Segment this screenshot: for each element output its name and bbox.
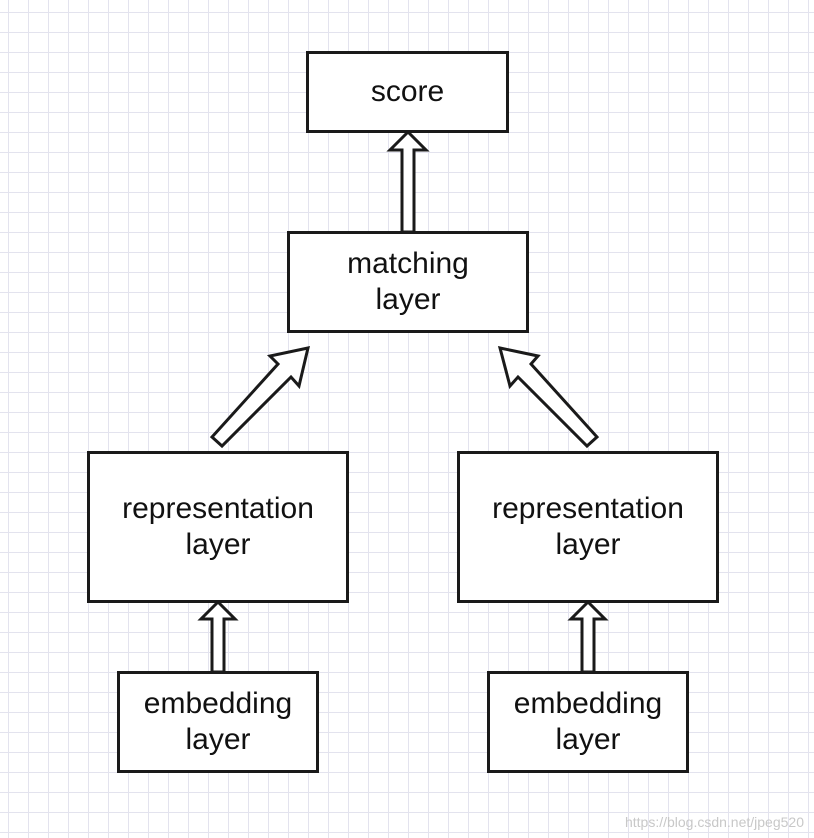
representation-layer-right-label-line1: representation	[492, 492, 684, 525]
arrow-representation-left-to-matching	[209, 346, 311, 449]
embedding-layer-right-label-line1: embedding	[513, 687, 663, 720]
embedding-layer-left-label-line1: embedding	[143, 687, 293, 720]
score-label: score	[370, 75, 445, 108]
representation-layer-right-label-line2: layer	[555, 528, 621, 561]
embedding-layer-right-box: embedding layer	[487, 671, 689, 773]
matching-layer-box: matching layer	[287, 231, 529, 333]
watermark-text: https://blog.csdn.net/jpeg520	[624, 814, 804, 830]
arrow-representation-right-to-matching	[497, 346, 600, 449]
arrow-matching-to-score	[386, 129, 430, 234]
representation-layer-left-label-line1: representation	[122, 492, 314, 525]
representation-layer-left-label-line2: layer	[185, 528, 251, 561]
embedding-layer-left-label-line2: layer	[185, 723, 251, 756]
representation-layer-left-box: representation layer	[87, 451, 349, 603]
matching-layer-label-line2: layer	[375, 283, 441, 316]
embedding-layer-left-box: embedding layer	[117, 671, 319, 773]
embedding-layer-right-label-line2: layer	[555, 723, 621, 756]
representation-layer-right-box: representation layer	[457, 451, 719, 603]
arrow-embedding-left-to-representation	[197, 599, 239, 674]
arrow-embedding-right-to-representation	[567, 599, 609, 674]
score-box: score	[306, 51, 509, 133]
matching-layer-label-line1: matching	[347, 247, 469, 280]
